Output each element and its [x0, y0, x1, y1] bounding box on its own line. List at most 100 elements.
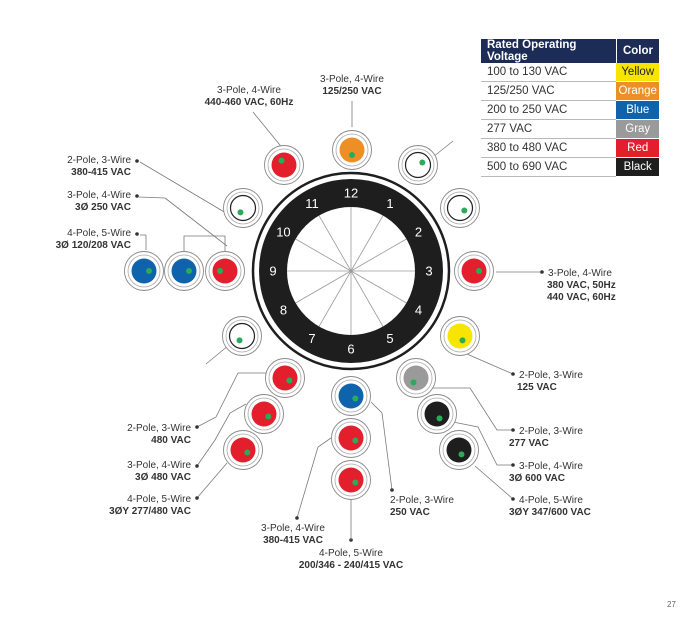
- label-9-line2: 3Ø 120/208 VAC: [56, 240, 131, 251]
- clock-spoke: [318, 215, 352, 272]
- page-number: 27: [667, 600, 676, 609]
- label-4-line1: 2-Pole, 3-Wire: [519, 370, 583, 381]
- diagram-labels: 3-Pole, 4-Wire 125/250 VAC 3-Pole, 4-Wir…: [56, 74, 616, 571]
- receptacle-9-middle: [164, 251, 204, 291]
- clock-hour-10: 10: [276, 225, 290, 240]
- legend-color-swatch: Black: [616, 157, 659, 177]
- label-7c-line1: 4-Pole, 5-Wire: [127, 494, 191, 505]
- label-6b-line2: 380-415 VAC: [263, 535, 323, 546]
- ground-pin-dot: [146, 268, 152, 274]
- receptacle-7-c: [223, 430, 263, 470]
- ground-pin-dot: [265, 413, 272, 420]
- clock-spoke: [318, 270, 352, 327]
- leader-dot: [511, 428, 515, 432]
- label-7c-line2: 3ØY 277/480 VAC: [109, 506, 191, 517]
- label-10b-line1: 3-Pole, 4-Wire: [67, 190, 131, 201]
- label-10b-line2: 3Ø 250 VAC: [75, 202, 131, 213]
- label-12-line2: 125/250 VAC: [322, 86, 381, 97]
- legend-voltage: 100 to 130 VAC: [481, 63, 617, 82]
- legend-color-swatch: Red: [616, 138, 659, 158]
- receptacle-10: [223, 188, 263, 228]
- ground-pin-dot: [352, 479, 359, 486]
- receptacle-11: [264, 145, 304, 185]
- leader-lines: [138, 101, 542, 519]
- receptacle-5-b: [417, 394, 457, 434]
- receptacle-7-a: [265, 358, 305, 398]
- receptacle-7-b: [244, 394, 284, 434]
- label-12-line1: 3-Pole, 4-Wire: [320, 74, 384, 85]
- label-3-line1: 3-Pole, 4-Wire: [548, 268, 612, 279]
- ground-pin-dot: [278, 157, 285, 164]
- leader-dot: [195, 425, 199, 429]
- leader-dot: [135, 159, 139, 163]
- legend-color-swatch: Orange: [616, 81, 659, 101]
- legend-color-swatch: Gray: [616, 119, 659, 139]
- clock-hour-7: 7: [308, 331, 315, 346]
- clock-spoke: [350, 270, 384, 327]
- clock-hour-4: 4: [415, 303, 422, 318]
- receptacle-12: [332, 130, 372, 170]
- leader-dot: [195, 464, 199, 468]
- legend-voltage: 277 VAC: [481, 119, 617, 139]
- ground-pin-dot: [286, 377, 293, 384]
- ground-pin-dot: [349, 152, 355, 158]
- leader-dot: [540, 270, 544, 274]
- label-7b-line1: 3-Pole, 4-Wire: [127, 460, 191, 471]
- leader-dot: [135, 232, 139, 236]
- voltage-color-legend: Rated Operating Voltage Color 100 to 130…: [481, 39, 659, 177]
- ground-pin-dot: [461, 207, 468, 214]
- legend-voltage: 500 to 690 VAC: [481, 157, 617, 177]
- clock-hour-2: 2: [415, 225, 422, 240]
- clock-spoke: [295, 270, 352, 304]
- ground-pin-dot: [436, 415, 443, 422]
- ground-pin-dot: [459, 337, 466, 344]
- ground-pin-dot: [419, 159, 426, 166]
- label-6b-line1: 3-Pole, 4-Wire: [261, 523, 325, 534]
- label-6a-line1: 2-Pole, 3-Wire: [390, 495, 454, 506]
- label-10a-line2: 380-415 VAC: [71, 167, 131, 178]
- label-3-line3: 440 VAC, 60Hz: [547, 292, 616, 303]
- leader-dot: [390, 488, 394, 492]
- leader-dot: [511, 372, 515, 376]
- receptacle-9-outer: [124, 251, 164, 291]
- ground-pin-dot: [352, 437, 359, 444]
- leader-dot: [195, 496, 199, 500]
- legend-header-color: Color: [615, 39, 659, 63]
- leader-dot: [511, 497, 515, 501]
- label-6c-line1: 4-Pole, 5-Wire: [319, 548, 383, 559]
- label-5a-line2: 277 VAC: [509, 438, 549, 449]
- receptacle-5-a: [396, 358, 436, 398]
- ground-pin-dot: [186, 268, 192, 274]
- receptacle-4: [440, 316, 480, 356]
- label-5b-line2: 3Ø 600 VAC: [509, 473, 565, 484]
- receptacle-1: [398, 145, 438, 185]
- legend-voltage: 125/250 VAC: [481, 81, 617, 101]
- clock-hour-9: 9: [269, 264, 276, 279]
- label-5c-line1: 4-Pole, 5-Wire: [519, 495, 583, 506]
- clock-hour-1: 1: [386, 196, 393, 211]
- ground-pin-dot: [352, 395, 359, 402]
- label-7a-line2: 480 VAC: [151, 435, 191, 446]
- label-7b-line2: 3Ø 480 VAC: [135, 472, 191, 483]
- clock-hour-6: 6: [347, 342, 354, 357]
- ground-pin-dot: [458, 451, 465, 458]
- label-5b-line1: 3-Pole, 4-Wire: [519, 461, 583, 472]
- clock-hour-5: 5: [386, 331, 393, 346]
- leader-dot: [135, 194, 139, 198]
- ground-pin-dot: [476, 268, 482, 274]
- label-4-line2: 125 VAC: [517, 382, 557, 393]
- label-5a-line1: 2-Pole, 3-Wire: [519, 426, 583, 437]
- label-9-line1: 4-Pole, 5-Wire: [67, 228, 131, 239]
- clock-hour-11: 11: [305, 196, 319, 211]
- legend-voltage: 200 to 250 VAC: [481, 100, 617, 120]
- legend-color-swatch: Blue: [616, 100, 659, 120]
- clock-spoke: [295, 238, 352, 272]
- receptacle-6-b: [331, 418, 371, 458]
- legend-voltage: 380 to 480 VAC: [481, 138, 617, 158]
